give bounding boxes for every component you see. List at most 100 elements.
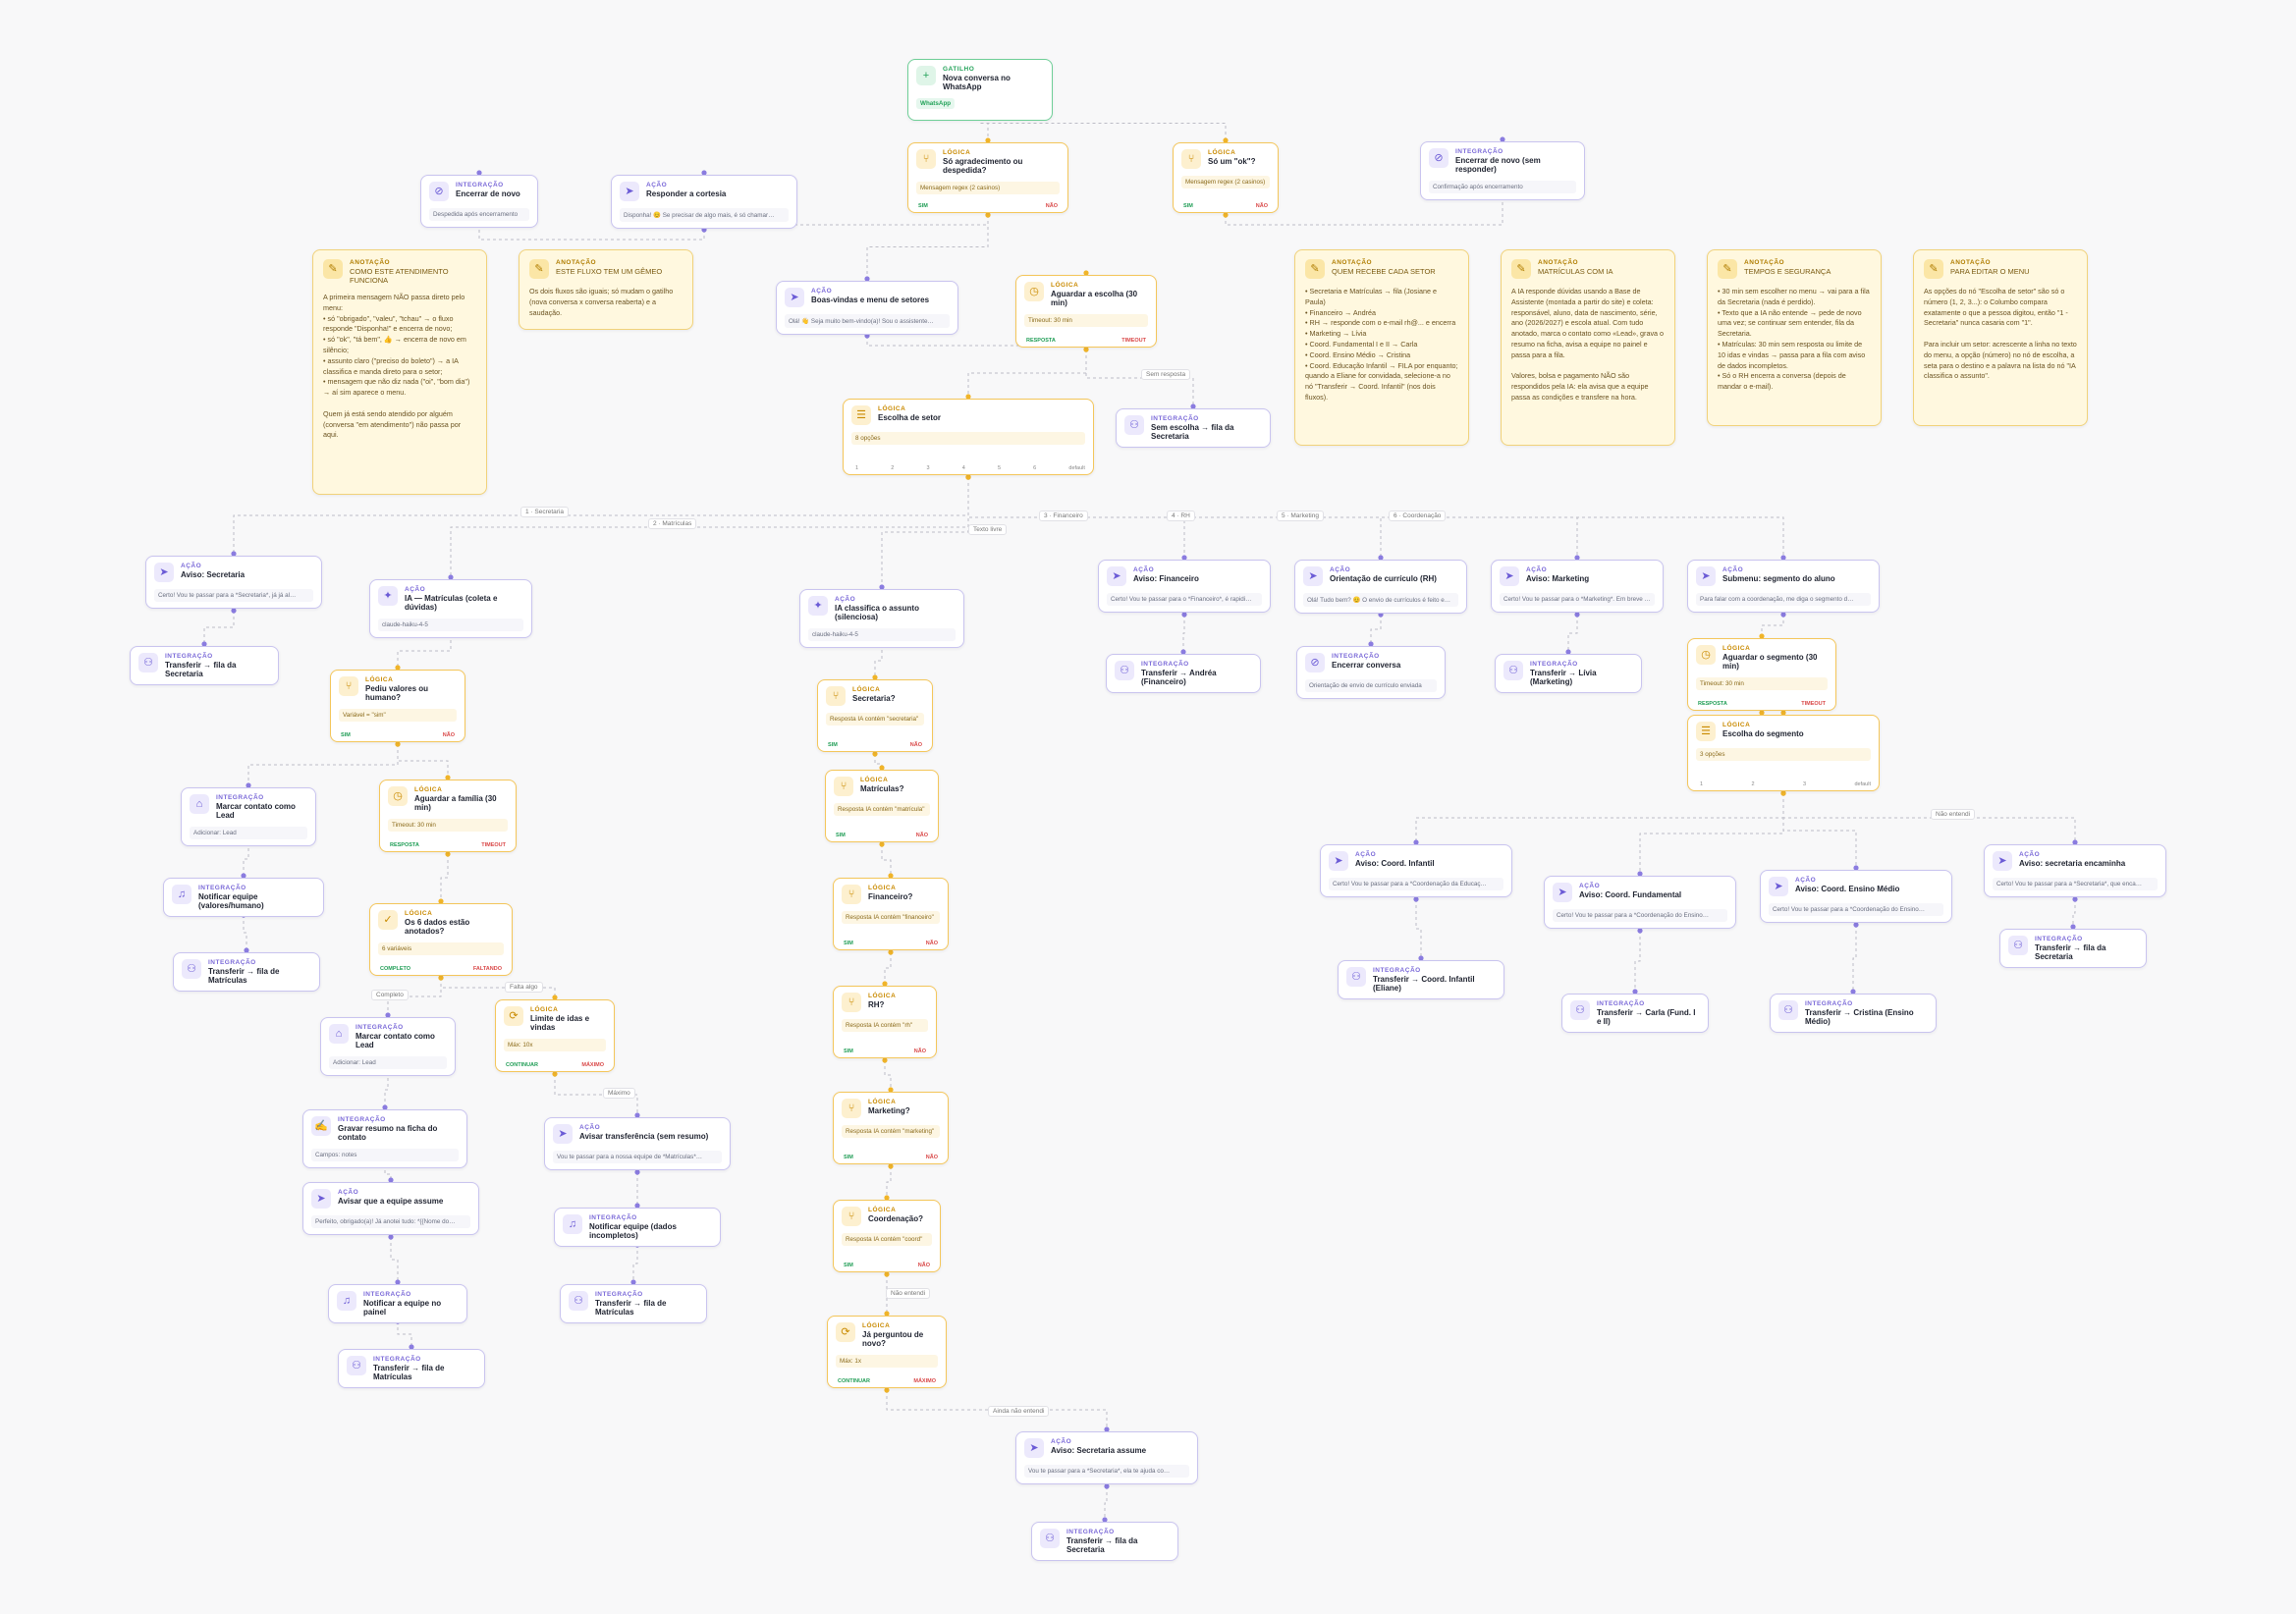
option-port[interactable]: 6	[1033, 465, 1037, 471]
port-out[interactable]	[1083, 347, 1089, 352]
port-in[interactable]	[552, 995, 558, 1000]
port-out[interactable]	[1637, 928, 1643, 934]
port-out[interactable]	[884, 1271, 890, 1277]
port-out[interactable]	[1759, 710, 1765, 716]
port-out[interactable]	[1181, 612, 1187, 618]
port-in[interactable]	[864, 276, 870, 282]
option-port[interactable]: 3	[926, 465, 930, 471]
port-in[interactable]	[1378, 555, 1384, 561]
port-in[interactable]	[388, 1177, 394, 1183]
port-in[interactable]	[231, 551, 237, 557]
port-out[interactable]	[965, 474, 971, 480]
port-in[interactable]	[1850, 989, 1856, 995]
port-in[interactable]	[2070, 924, 2076, 930]
option-port[interactable]: default	[1854, 781, 1871, 787]
port-in[interactable]	[438, 898, 444, 904]
port-out[interactable]	[438, 975, 444, 981]
port-out[interactable]	[1413, 896, 1419, 902]
port-in[interactable]	[246, 782, 251, 788]
port-in[interactable]	[630, 1279, 636, 1285]
port-in[interactable]	[476, 170, 482, 176]
option-port[interactable]: 3	[1802, 781, 1807, 787]
port-out[interactable]	[882, 1057, 888, 1063]
port-in[interactable]	[884, 1195, 890, 1201]
port-in[interactable]	[879, 584, 885, 590]
port-in[interactable]	[1500, 136, 1505, 142]
port-in[interactable]	[201, 641, 207, 647]
port-in[interactable]	[634, 1203, 640, 1209]
option-port[interactable]: 2	[1751, 781, 1755, 787]
port-in[interactable]	[1368, 641, 1374, 647]
port-in[interactable]	[882, 981, 888, 987]
port-out[interactable]	[2072, 896, 2078, 902]
option-port[interactable]: 2	[891, 465, 895, 471]
option-port[interactable]: 4	[961, 465, 965, 471]
port-in[interactable]	[879, 765, 885, 771]
port-in[interactable]	[382, 1104, 388, 1110]
port-out[interactable]	[1780, 790, 1786, 796]
port-in[interactable]	[395, 1279, 401, 1285]
port-out[interactable]	[888, 949, 894, 955]
port-in[interactable]	[1574, 555, 1580, 561]
port-in[interactable]	[1102, 1517, 1108, 1523]
port-in[interactable]	[1083, 270, 1089, 276]
port-out[interactable]	[395, 741, 401, 747]
port-out[interactable]	[985, 212, 991, 218]
port-in[interactable]	[1104, 1426, 1110, 1432]
port-in[interactable]	[1413, 839, 1419, 845]
port-out[interactable]	[1574, 612, 1580, 618]
option-port[interactable]: 1	[855, 465, 859, 471]
port-in[interactable]	[1190, 404, 1196, 409]
port-in[interactable]	[1565, 649, 1571, 655]
port-in[interactable]	[1181, 555, 1187, 561]
port-in[interactable]	[872, 674, 878, 680]
port-out[interactable]	[1780, 612, 1786, 618]
port-in[interactable]	[448, 574, 454, 580]
port-in[interactable]	[1223, 137, 1229, 143]
port-in[interactable]	[241, 873, 246, 879]
port-in[interactable]	[1780, 555, 1786, 561]
port-out[interactable]	[884, 1387, 890, 1393]
port-in[interactable]	[395, 665, 401, 671]
port-out[interactable]	[634, 1169, 640, 1175]
port-in[interactable]	[965, 394, 971, 400]
